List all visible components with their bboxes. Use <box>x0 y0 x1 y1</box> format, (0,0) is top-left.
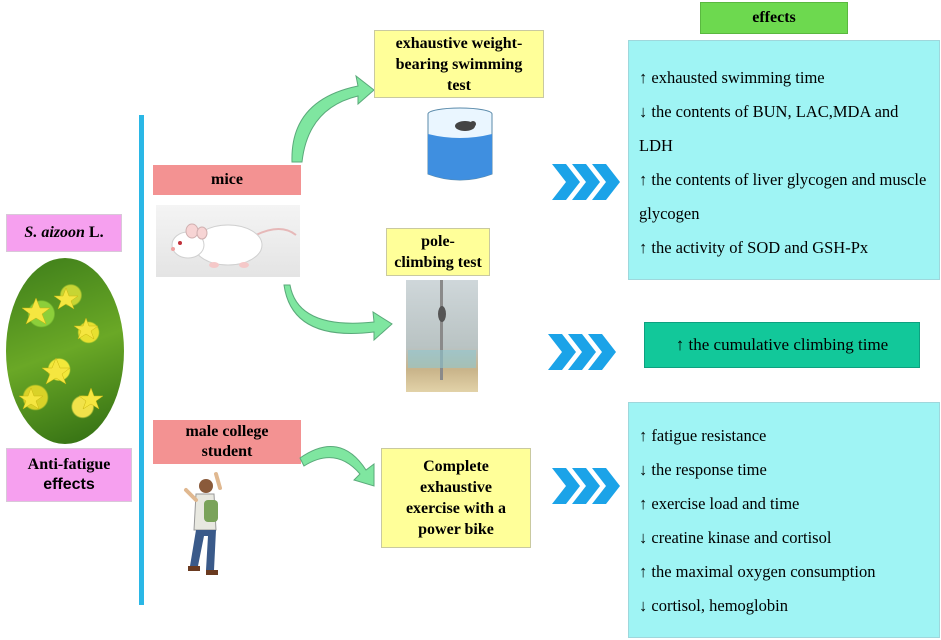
effect-bike-5: ↑ the maximal oxygen consumption <box>639 562 876 581</box>
effect-bike-2: ↓ the response time <box>639 460 767 479</box>
mouse-image <box>156 205 300 277</box>
chevrons-climb-icon <box>548 334 616 370</box>
plant-name-suffix: L. <box>84 224 104 241</box>
curved-arrow-bike <box>299 445 375 487</box>
anti-fatigue-label: Anti-fatigue effects <box>6 448 132 502</box>
chevrons-swim-icon <box>552 164 620 200</box>
beaker-icon <box>427 107 493 181</box>
curved-arrow-swim <box>291 74 375 163</box>
mice-label: mice <box>153 165 301 195</box>
effect-swim-1: ↑ exhausted swimming time <box>639 68 825 87</box>
student-image <box>176 470 236 586</box>
effects-climbing-box: ↑ the cumulative climbing time <box>644 322 920 368</box>
swimming-test-box: exhaustive weight-bearing swimming test <box>374 30 544 98</box>
anti-fatigue-line1: Anti-fatigue <box>27 456 111 473</box>
effects-swimming-box: ↑ exhausted swimming time ↓ the contents… <box>628 40 940 280</box>
effect-swim-2: ↓ the contents of BUN, LAC,MDA and LDH <box>639 102 899 155</box>
pole-image <box>406 280 478 392</box>
effect-bike-6: ↓ cortisol, hemoglobin <box>639 596 788 615</box>
effect-bike-1: ↑ fatigue resistance <box>639 426 767 445</box>
bike-test-box: Complete exhaustive exercise with a powe… <box>381 448 531 548</box>
anti-fatigue-line2: effects <box>43 476 95 493</box>
plant-image <box>6 258 124 444</box>
mouse-icon <box>171 223 297 268</box>
effect-bike-4: ↓ creatine kinase and cortisol <box>639 528 832 547</box>
vertical-divider <box>139 115 144 605</box>
student-label: male college student <box>153 420 301 464</box>
plant-name-italic: S. aizoon <box>24 224 85 241</box>
plant-flowers <box>18 287 104 410</box>
curved-arrow-climb <box>283 284 393 342</box>
effect-swim-4: ↑ the activity of SOD and GSH-Px <box>639 238 869 257</box>
pole-icon <box>408 280 476 380</box>
beaker-image <box>420 104 500 184</box>
effect-bike-3: ↑ exercise load and time <box>639 494 800 513</box>
effects-bike-box: ↑ fatigue resistance ↓ the response time… <box>628 402 940 638</box>
student-climbing-icon <box>184 472 222 575</box>
chevrons-bike-icon <box>552 468 620 504</box>
climbing-test-box: pole-climbing test <box>386 228 490 276</box>
effects-header: effects <box>700 2 848 34</box>
plant-name-label: S. aizoon L. <box>6 214 122 252</box>
effect-swim-3: ↑ the contents of liver glycogen and mus… <box>639 170 927 223</box>
